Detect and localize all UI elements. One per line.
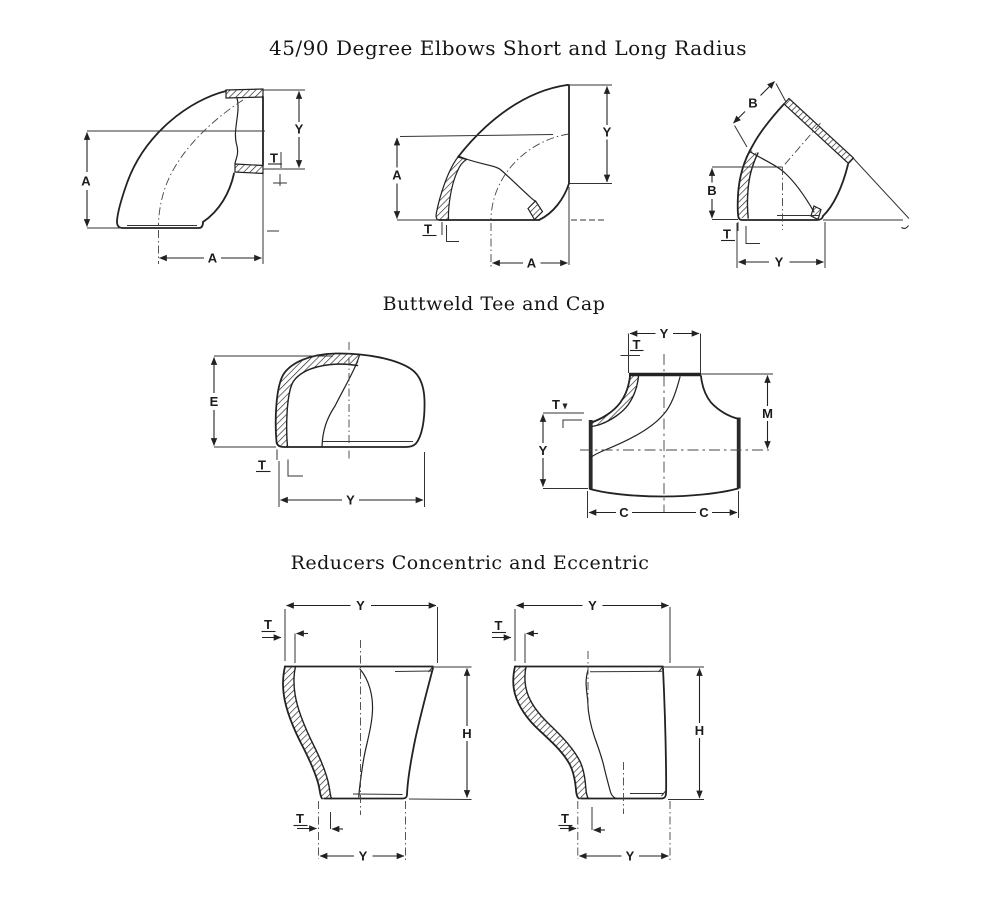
figure-buttweld-cap: E T Y — [210, 342, 426, 508]
figure-eccentric-reducer: Y T H T Y — [492, 598, 704, 864]
t-down-arrow — [562, 403, 568, 410]
dim-label-a-bottom: A — [208, 251, 218, 266]
figure-90-short-radius-elbow: A Y A T — [392, 84, 612, 271]
elbow-sr-dimensions: A Y A T — [392, 84, 612, 271]
elbow-lr-outline — [116, 88, 264, 229]
dim-label-t-top: T — [633, 337, 641, 352]
dim-label-b-top: B — [748, 96, 757, 111]
dim-label-t: T — [258, 458, 266, 473]
dim-label-t-left: T — [552, 397, 560, 412]
dim-label-b-left: B — [707, 183, 716, 198]
dim-label-t: T — [424, 222, 432, 237]
run-left-face — [588, 420, 593, 489]
section-title-elbows: 45/90 Degree Elbows Short and Long Radiu… — [268, 36, 748, 60]
figure-buttweld-tee: Y T T Y M C C — [539, 326, 773, 520]
dim-label-y: Y — [346, 493, 355, 508]
cap-outline — [274, 342, 426, 461]
figure-90-long-radius-elbow: A Y T A — [81, 88, 305, 266]
section-title-tee-cap: Buttweld Tee and Cap — [382, 293, 606, 315]
dim-label-c-left: C — [619, 505, 629, 520]
dim-label-m: M — [762, 406, 773, 421]
dim-label-a-left: A — [81, 174, 91, 189]
dim-label-t-top: T — [495, 618, 503, 633]
tee-outline — [580, 354, 769, 513]
dim-label-y-top: Y — [588, 598, 597, 613]
figure-concentric-reducer: Y T H T Y — [261, 598, 472, 864]
eccentric-reducer-dimensions: Y T H T Y — [492, 598, 704, 864]
dim-label-c-right: C — [699, 505, 709, 520]
dim-label-t-bottom: T — [561, 811, 569, 826]
tee-dimensions: Y T T Y M C C — [539, 326, 773, 520]
centerline-arc — [490, 133, 570, 220]
dim-label-t: T — [723, 227, 731, 242]
dim-label-y-bottom: Y — [359, 849, 368, 864]
dim-label-h: H — [462, 726, 471, 741]
elbow-45-dimensions: B B T Y — [707, 81, 826, 270]
section-title-reducers: Reducers Concentric and Eccentric — [290, 552, 650, 574]
run-right-face — [736, 417, 741, 489]
dim-label-t-top: T — [264, 617, 272, 632]
elbow-sr-outline — [435, 84, 570, 221]
dim-label-y-bottom: Y — [626, 849, 635, 864]
concentric-reducer-outline — [282, 640, 434, 815]
elbow-lr-dimensions: A Y T A — [81, 89, 305, 266]
dim-label-a-left: A — [392, 168, 402, 183]
dim-label-y-bottom: Y — [775, 255, 784, 270]
centerline-arc — [158, 99, 244, 227]
elbow-45-outline — [736, 97, 910, 230]
dim-label-y-right: Y — [295, 122, 304, 137]
concentric-reducer-dimensions: Y T H T Y — [261, 598, 472, 864]
axis-centerline — [782, 122, 821, 167]
dim-label-h: H — [695, 723, 704, 738]
dim-label-y-top: Y — [660, 326, 669, 341]
dim-label-y-top: Y — [356, 598, 365, 613]
dim-label-t-bottom: T — [296, 811, 304, 826]
dim-label-t: T — [270, 151, 278, 166]
dim-label-a-bottom: A — [527, 256, 537, 271]
figure-45-degree-elbow: B B T Y — [707, 81, 910, 270]
dim-label-y-left: Y — [539, 443, 548, 458]
dim-label-e: E — [210, 394, 219, 409]
cap-dimensions: E T Y — [210, 355, 425, 508]
angle-arc-mark — [901, 225, 909, 229]
dim-label-y-right: Y — [603, 125, 612, 140]
eccentric-reducer-outline — [512, 651, 668, 814]
